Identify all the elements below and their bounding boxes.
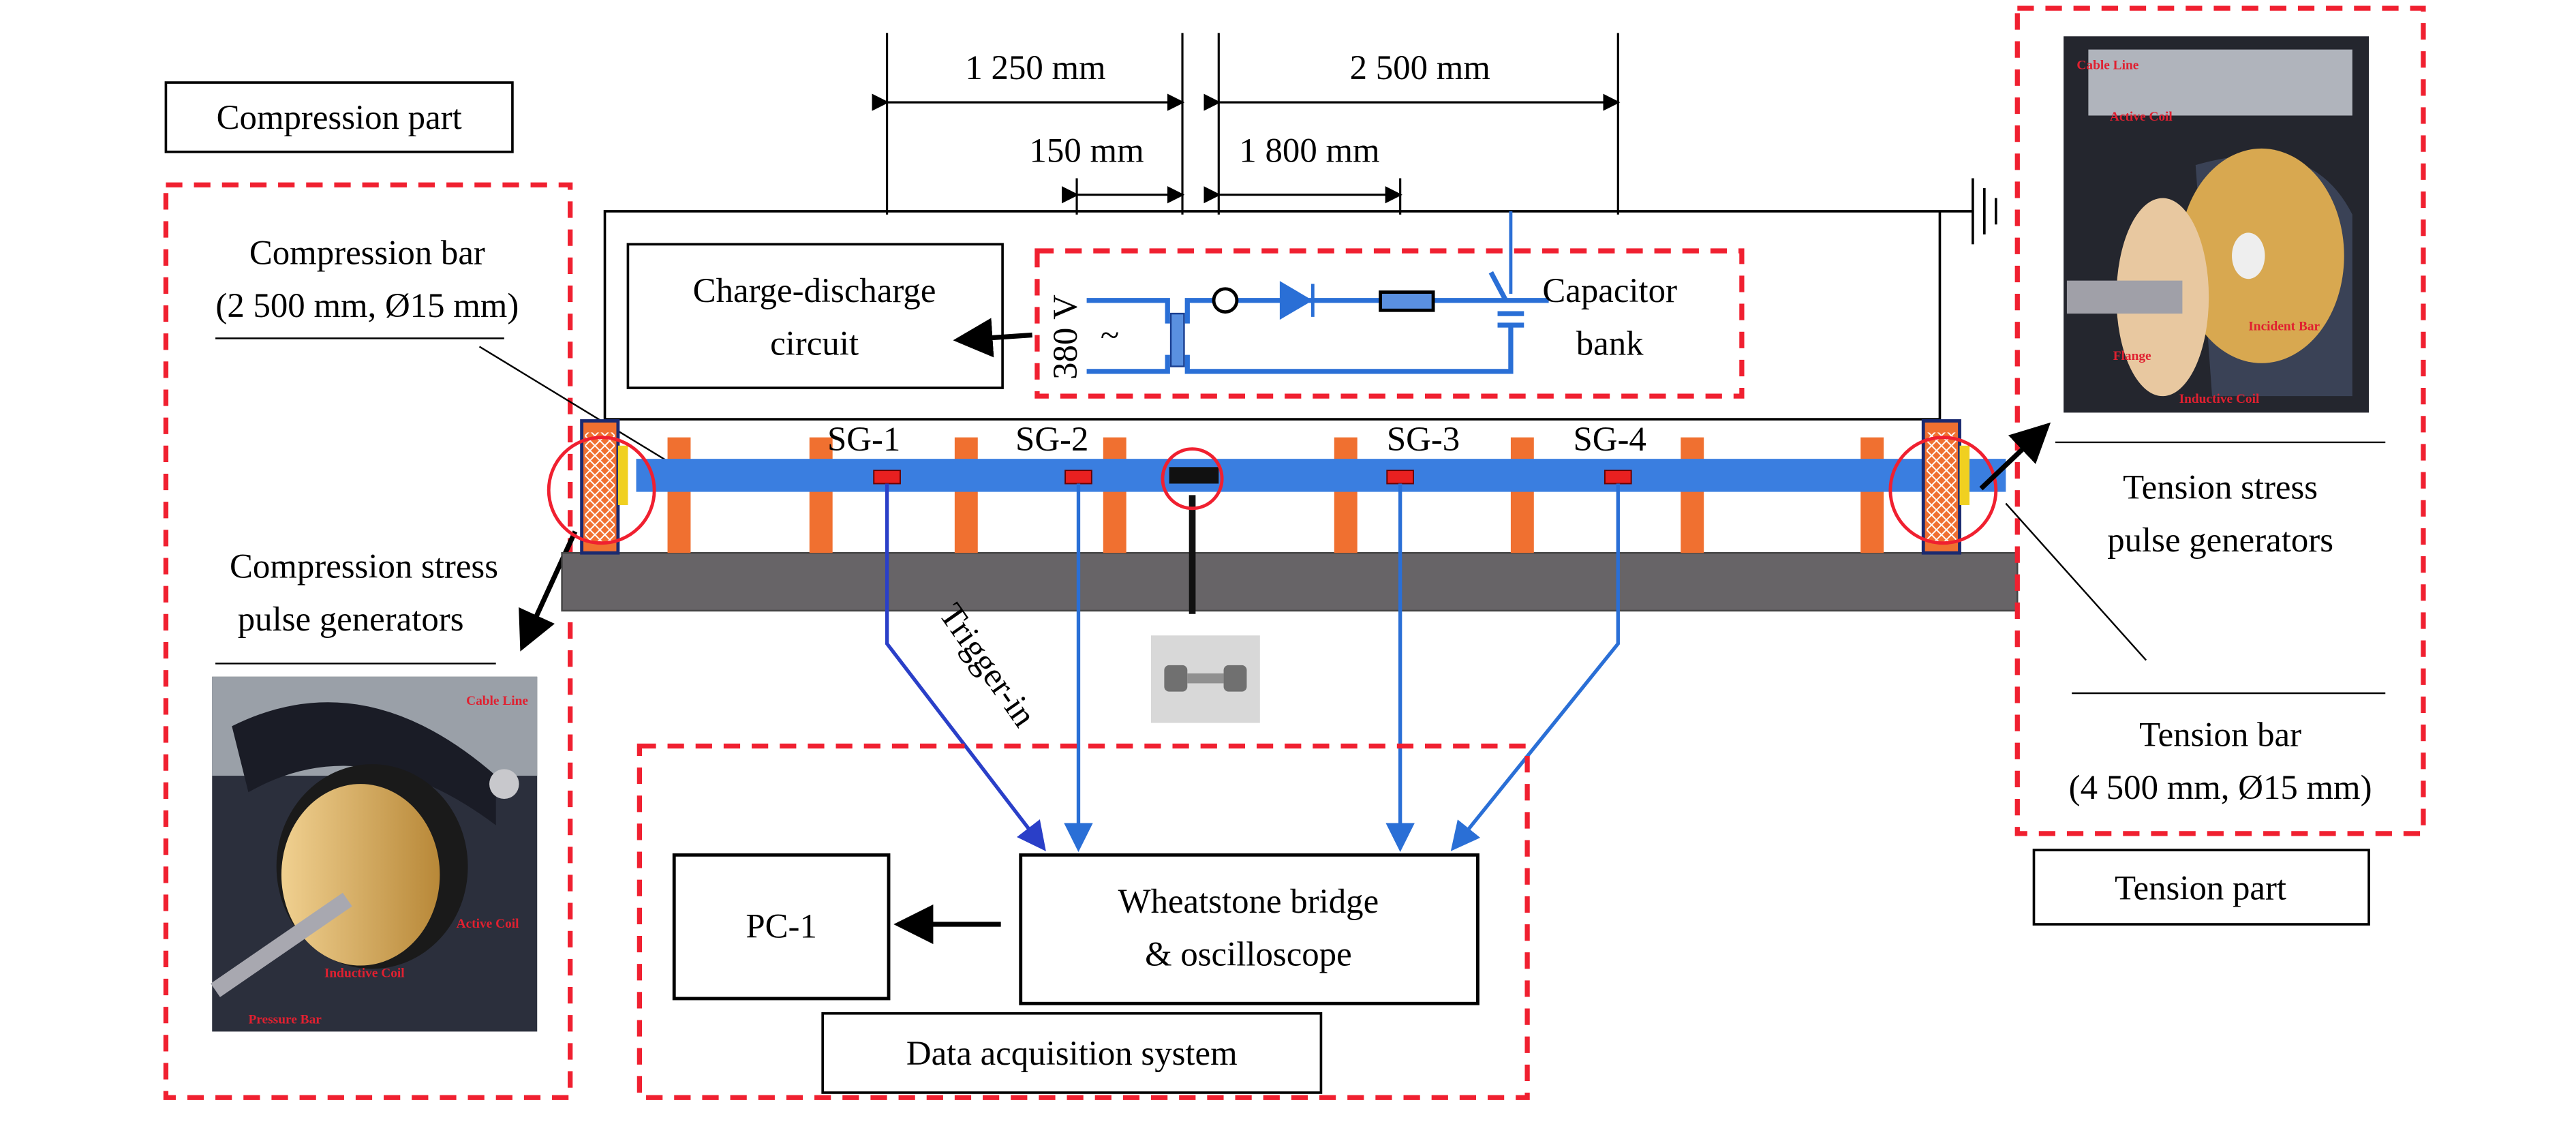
daq-frame (637, 743, 1530, 1100)
specimen (1169, 467, 1219, 484)
trigger-in-label: Trigger-in (932, 596, 1044, 733)
tension-generator-photo: Cable Line Active Coil Flange Incident B… (2064, 36, 2370, 413)
compression-generator-highlight (547, 436, 656, 545)
tension-part-frame (2014, 5, 2426, 836)
frame-wiring (603, 210, 1973, 426)
circuit-arrow (953, 318, 1032, 358)
compression-pulse-label: Compression stress (230, 547, 498, 586)
compression-part-frame (163, 182, 573, 1100)
tension-part-label: Tension part (2115, 869, 2286, 907)
compression-part-label-box: Compression part (164, 81, 514, 153)
bar (636, 459, 2006, 492)
circuit-schematic (1086, 271, 1549, 374)
photo-label-cable-line: Cable Line (2076, 59, 2138, 73)
sg-2-label: SG-2 (1015, 420, 1088, 458)
ground-icon (1972, 178, 1997, 245)
dimension-1800: 1 800 mm (1239, 131, 1379, 169)
pc-box: PC-1 (672, 853, 891, 1001)
specimen-photo (1151, 635, 1260, 723)
compression-pulse-label-2: pulse generators (238, 600, 464, 638)
daq-label-box: Data acquisition system (821, 1012, 1323, 1094)
pc-label: PC-1 (746, 907, 817, 945)
diode-icon (1279, 281, 1315, 320)
photo-label-inductive-coil: Inductive Coil (2179, 392, 2260, 406)
compression-part-label: Compression part (217, 98, 462, 136)
photo-label-active-coil: Active Coil (457, 917, 520, 931)
charge-discharge-label-2: circuit (770, 324, 859, 363)
strain-gauges: SG-1 SG-2 SG-3 SG-4 (827, 420, 1646, 485)
bar-supports (667, 437, 1884, 553)
dimension-150: 150 mm (1030, 131, 1144, 169)
photo-label-pressure-bar: Pressure Bar (248, 1012, 322, 1027)
tension-bar-spec: (4 500 mm, Ø15 mm) (2069, 768, 2372, 806)
daq-system-label: Data acquisition system (906, 1034, 1238, 1072)
tension-pulse-label-2: pulse generators (2107, 521, 2333, 559)
tension-bar-leader (2005, 502, 2147, 661)
signal-wires (885, 483, 1620, 852)
oscilloscope-label: & oscilloscope (1145, 935, 1352, 973)
tension-generator-highlight (1888, 436, 1998, 545)
tension-pulse-arrow (1979, 422, 2051, 491)
dimension-1250: 1 250 mm (965, 48, 1105, 87)
charge-discharge-label: Charge-discharge (693, 271, 936, 309)
specimen-highlight (1161, 447, 1224, 511)
wheatstone-box: Wheatstone bridge & oscilloscope (1019, 853, 1479, 1005)
base-rail (561, 551, 2019, 612)
sg-3-label: SG-3 (1387, 420, 1460, 458)
dimension-lines (872, 33, 1621, 215)
compression-coil (580, 419, 628, 555)
sg-4-label: SG-4 (1574, 420, 1646, 458)
tension-coil (1921, 419, 1970, 555)
dimension-2500: 2 500 mm (1350, 48, 1490, 87)
capacitor-bank-label-2: bank (1576, 324, 1644, 363)
tension-part-label-box: Tension part (2032, 849, 2370, 926)
photo-label-active-coil: Active Coil (2110, 110, 2173, 124)
ac-symbol: ~ (1101, 316, 1120, 354)
compression-bar-label: Compression bar (249, 233, 485, 271)
compression-bar-leader (478, 346, 670, 464)
sg-1-label: SG-1 (827, 420, 900, 458)
resistor-icon (1379, 290, 1435, 312)
compression-bar-spec: (2 500 mm, Ø15 mm) (215, 286, 519, 324)
capacitor-bank-label: Capacitor (1542, 271, 1677, 309)
photo-label-cable-line: Cable Line (466, 694, 528, 708)
photo-label-flange: Flange (2113, 349, 2151, 363)
gauge-symbol-icon (1212, 287, 1239, 314)
compression-pulse-arrow (519, 530, 578, 652)
wheatstone-label: Wheatstone bridge (1118, 882, 1379, 920)
tension-pulse-label: Tension stress (2123, 468, 2318, 506)
compression-generator-photo: Cable Line Active Coil Inductive Coil Pr… (211, 676, 538, 1032)
voltage-label: 380 V (1046, 294, 1084, 380)
tension-bar-label: Tension bar (2139, 715, 2301, 753)
photo-label-incident-bar: Incident Bar (2248, 319, 2320, 333)
photo-label-inductive-coil: Inductive Coil (324, 966, 405, 980)
charge-discharge-box: Charge-discharge circuit (626, 243, 1004, 389)
circuit-frame (1034, 248, 1745, 399)
